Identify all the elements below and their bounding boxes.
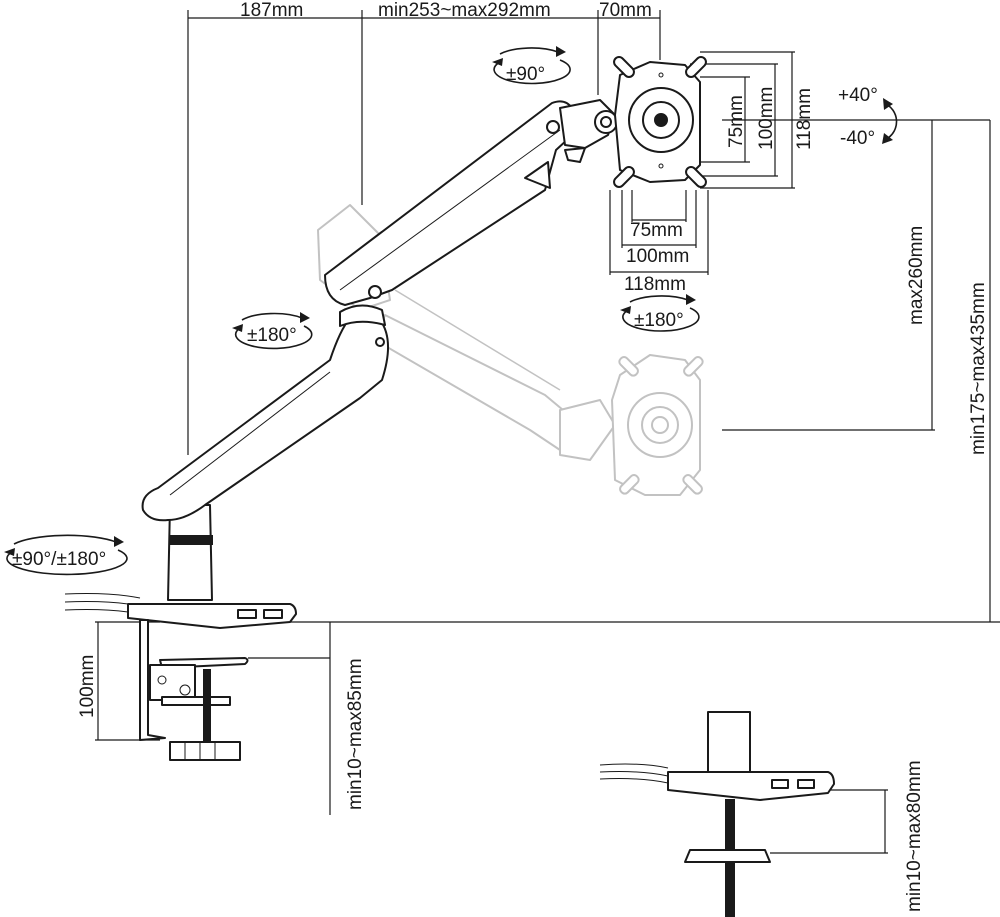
dim-max260: max260mm	[906, 226, 927, 325]
rotate-90-indicator: ±90°	[492, 46, 571, 85]
svg-text:±180°: ±180°	[247, 325, 297, 346]
dim-arm-extension: min253~max292mm	[378, 0, 551, 21]
dimension-lines	[95, 10, 1000, 854]
base-rotate-indicator: ±90°/±180°	[4, 534, 128, 576]
dim-vesa-v-118: 118mm	[794, 88, 815, 150]
svg-text:-40°: -40°	[840, 128, 875, 149]
dim-vesa-v-75: 75mm	[726, 95, 747, 148]
arm-rotate-180-indicator: ±180°	[232, 312, 313, 350]
usb-port	[237, 609, 257, 619]
usb-port	[797, 779, 815, 789]
grommet-base	[599, 711, 835, 917]
vesa-plate	[613, 56, 707, 188]
clamp-knob	[169, 741, 241, 761]
ghost-vesa-plate	[611, 354, 704, 496]
monitor-arm	[141, 56, 707, 601]
tilt-indicator: +40° -40°	[838, 85, 898, 149]
clamp-base	[64, 593, 297, 761]
dim-187: 187mm	[240, 0, 303, 21]
dim-70: 70mm	[599, 0, 652, 21]
dim-grommet-thickness: min10~max80mm	[904, 760, 925, 912]
usb-port	[771, 779, 789, 789]
rotation-indicators: ±90° ±180° ±180° ±90°/±180°	[4, 46, 898, 576]
dim-vesa-v-100: 100mm	[756, 87, 777, 150]
dim-clamp-thickness: min10~max85mm	[345, 658, 366, 810]
grommet-plate	[684, 849, 771, 863]
usb-port	[263, 609, 283, 619]
dim-vesa-h-118: 118mm	[624, 274, 686, 295]
svg-text:±180°: ±180°	[634, 310, 684, 331]
ghost-lowered-arm	[317, 204, 704, 496]
elbow-joint	[339, 304, 386, 327]
grommet-base-block	[667, 771, 835, 801]
grommet-pole	[707, 711, 751, 776]
lower-arm	[141, 317, 390, 522]
pole-collar	[169, 535, 213, 545]
vesa-rotate-180-indicator: ±180°	[620, 294, 700, 332]
dimension-labels: 187mm min253~max292mm 70mm 75mm 100mm 11…	[77, 0, 989, 912]
svg-text:±90°/±180°: ±90°/±180°	[12, 549, 106, 570]
svg-text:+40°: +40°	[838, 85, 878, 106]
clamp-bracket	[139, 619, 166, 741]
dim-vesa-h-100: 100mm	[626, 246, 689, 267]
dim-clamp-100: 100mm	[77, 655, 98, 718]
svg-text:±90°: ±90°	[506, 64, 545, 85]
dim-height-range: min175~max435mm	[968, 282, 989, 455]
upper-arm	[324, 100, 581, 306]
dim-vesa-h-75: 75mm	[630, 220, 683, 241]
